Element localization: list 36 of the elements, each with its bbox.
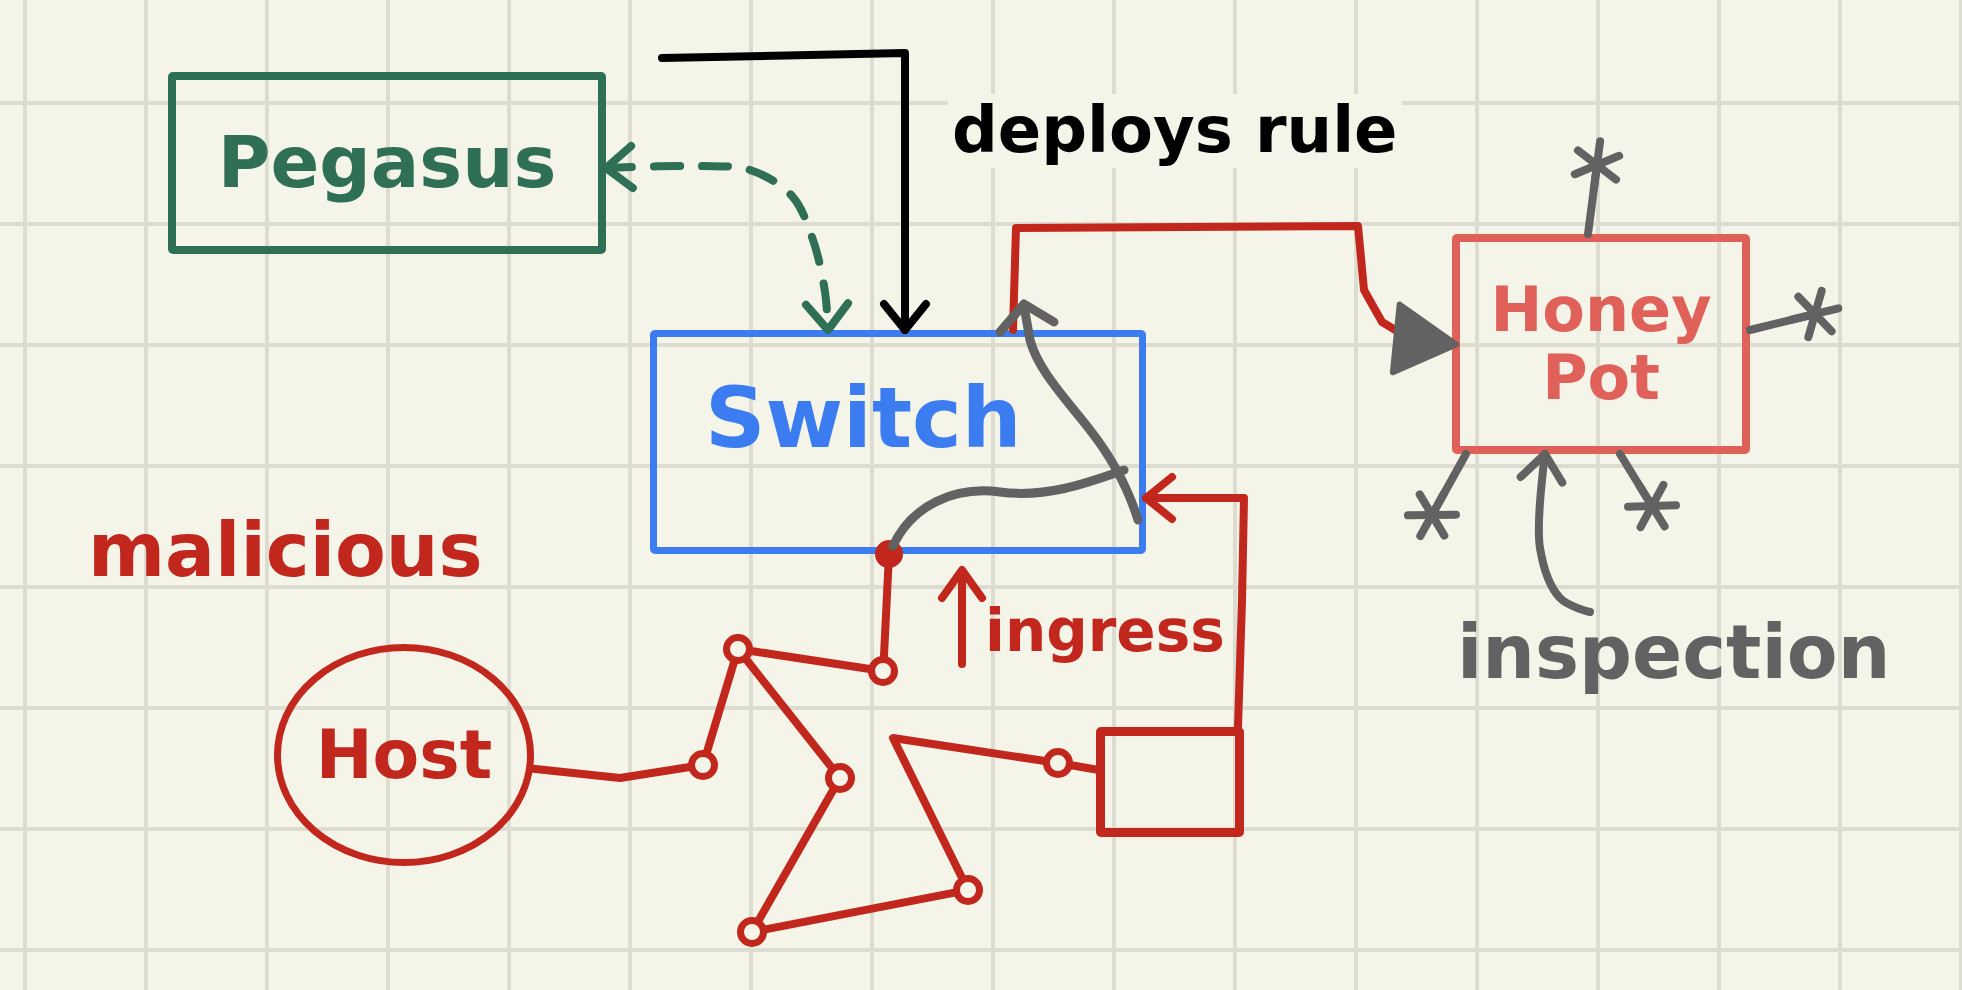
- link-line: [755, 787, 837, 923]
- empty-square: [1096, 727, 1244, 837]
- edge-label: deploys rule: [948, 94, 1402, 168]
- box-label: Honey Pot: [1489, 275, 1713, 413]
- asterisk-line: [1404, 450, 1470, 540]
- node-dot: [737, 917, 767, 947]
- annotation: ingress: [985, 598, 1225, 665]
- node-caption: malicious: [88, 508, 483, 594]
- node-dot: [868, 656, 898, 686]
- honeypot-box: [1452, 234, 1750, 454]
- link-line: [748, 647, 873, 673]
- link-line: [743, 656, 835, 771]
- host-circle: [274, 644, 534, 866]
- arrow: [1516, 450, 1594, 616]
- asterisk-line: [1746, 286, 1843, 342]
- box-label: Pegasus: [217, 123, 557, 203]
- node-dot: [1043, 748, 1073, 778]
- box-label: Host: [315, 717, 493, 793]
- link-line: [875, 540, 903, 661]
- link-arrow: [1009, 222, 1459, 376]
- link-line: [703, 659, 738, 755]
- asterisk-line: [1570, 137, 1624, 238]
- switch-box: [650, 330, 1146, 554]
- arrow: [658, 49, 930, 334]
- box-label: Switch: [705, 372, 1022, 465]
- node-dot: [953, 875, 983, 905]
- link-line: [529, 763, 693, 782]
- annotation: inspection: [1457, 612, 1891, 694]
- node-dot: [688, 750, 718, 780]
- node-dot: [723, 634, 753, 664]
- asterisk-line: [1616, 450, 1680, 532]
- link-line: [889, 734, 1048, 881]
- link-line: [762, 888, 958, 934]
- controller-box: [168, 72, 606, 254]
- arrow: [1142, 473, 1248, 731]
- node-dot: [825, 763, 855, 793]
